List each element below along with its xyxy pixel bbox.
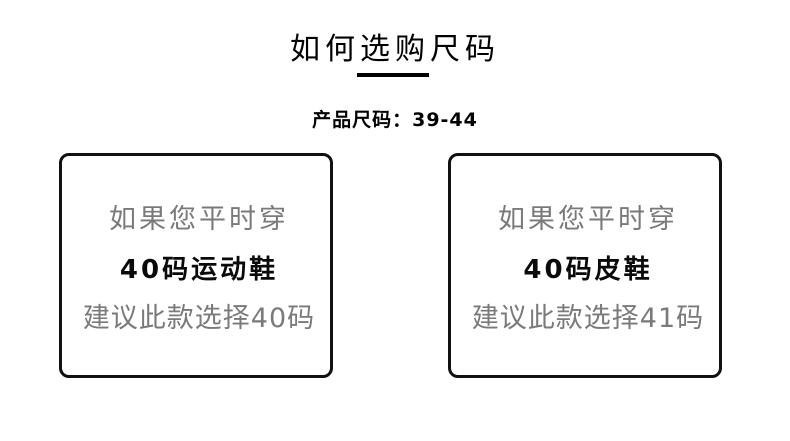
card-recommendation: 建议此款选择41码 [471, 303, 705, 334]
card-condition-text: 如果您平时穿 [109, 204, 289, 235]
size-range-label: 产品尺码：39-44 [312, 109, 478, 131]
card-shoe-type: 40码运动鞋 [119, 255, 279, 285]
size-advice-card-sports-shoes: 如果您平时穿 40码运动鞋 建议此款选择40码 [59, 153, 333, 378]
page-title: 如何选购尺码 [290, 32, 500, 67]
card-shoe-type: 40码皮鞋 [523, 255, 653, 285]
card-condition-text: 如果您平时穿 [498, 204, 678, 235]
size-advice-card-leather-shoes: 如果您平时穿 40码皮鞋 建议此款选择41码 [448, 153, 722, 378]
card-recommendation: 建议此款选择40码 [82, 303, 316, 334]
title-underline [357, 73, 429, 77]
